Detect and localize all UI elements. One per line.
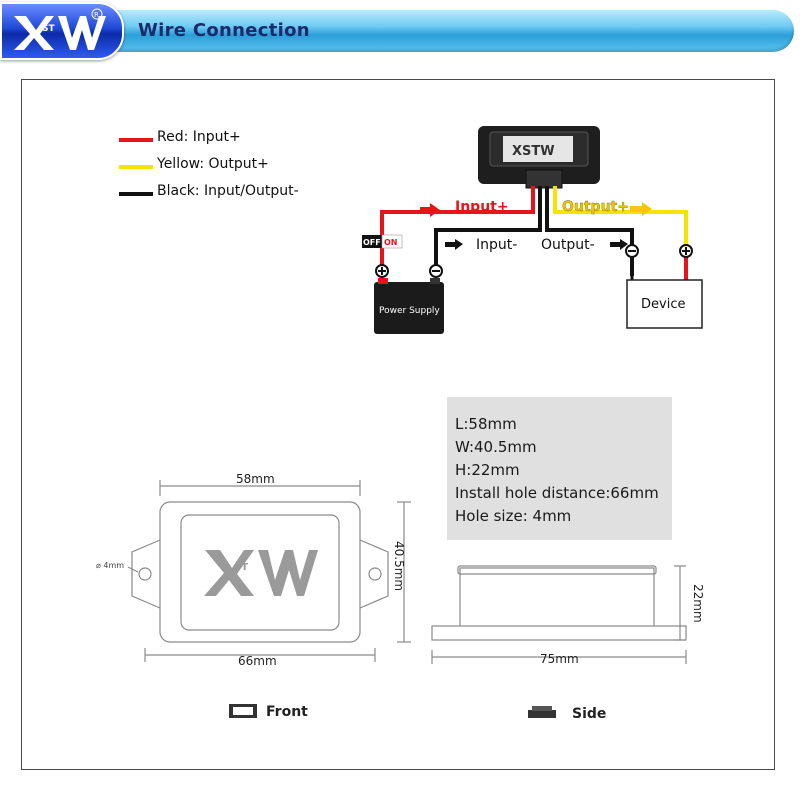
side-view-icon: [528, 706, 556, 718]
label-output-minus: Output-: [541, 237, 595, 253]
label-input-plus: Input+: [455, 199, 509, 215]
legend-label-black: Black: Input/Output-: [157, 183, 299, 199]
diagram-frame: [21, 79, 775, 770]
spec-hole-distance: Install hole distance:66mm: [455, 484, 659, 502]
side-height-label: 22mm: [691, 584, 705, 623]
front-view-logo: ST: [204, 550, 318, 596]
minus-terminal-icon: [625, 244, 639, 258]
header-bar: [8, 10, 794, 52]
side-caption: Side: [572, 706, 606, 722]
spec-length: L:58mm: [455, 415, 517, 433]
switch-on-label: ON: [384, 238, 398, 247]
device-label: Device: [641, 297, 685, 312]
brand-logo: ST R: [0, 2, 124, 60]
front-width-label: 58mm: [236, 472, 275, 486]
front-view-drawing: [127, 480, 411, 662]
front-view-icon: [229, 704, 257, 718]
page-title: Wire Connection: [138, 20, 310, 41]
power-supply-label: Power Supply: [379, 306, 440, 316]
arrow-output-plus-icon: [630, 202, 652, 216]
spec-hole-size: Hole size: 4mm: [455, 507, 572, 525]
legend-swatch-red: [119, 138, 153, 142]
legend-swatch-yellow: [119, 165, 153, 169]
module-logo: XSTW: [512, 144, 555, 159]
label-output-plus: Output+: [562, 199, 629, 215]
device-box: Device: [626, 279, 703, 329]
label-input-minus: Input-: [476, 237, 517, 253]
legend-label-yellow: Yellow: Output+: [157, 156, 269, 172]
minus-terminal-icon: [429, 264, 443, 278]
side-length-label: 75mm: [540, 652, 579, 666]
spec-width: W:40.5mm: [455, 438, 537, 456]
front-caption: Front: [266, 704, 308, 720]
side-view-drawing: [431, 565, 687, 664]
spec-height: H:22mm: [455, 461, 520, 479]
arrow-input-plus-icon: [420, 203, 440, 217]
front-hole-size-label: ⌀ 4mm: [96, 561, 124, 570]
spec-box: L:58mm W:40.5mm H:22mm Install hole dist…: [447, 397, 672, 540]
front-hole-span-label: 66mm: [238, 654, 277, 668]
power-supply-battery: Power Supply: [374, 278, 444, 334]
wire-input-plus: [380, 186, 535, 266]
plus-terminal-icon: [679, 244, 693, 258]
brand-logo-icon: ST R: [14, 8, 106, 50]
registered-mark: R: [94, 11, 99, 19]
front-view-logo-st: ST: [234, 562, 248, 573]
legend-swatch-black: [119, 192, 153, 196]
legend-label-red: Red: Input+: [157, 129, 241, 145]
front-height-label: 40.5mm: [392, 541, 406, 591]
switch-off-label: OFF: [363, 238, 381, 247]
plus-terminal-icon: [375, 264, 389, 278]
power-switch: OFF ON: [362, 234, 403, 249]
arrow-input-minus-icon: [445, 239, 463, 250]
converter-module: XSTW: [478, 126, 600, 189]
arrow-output-minus-icon: [610, 239, 628, 250]
wire-input-minus: [434, 186, 542, 270]
brand-logo-st: ST: [42, 24, 55, 34]
